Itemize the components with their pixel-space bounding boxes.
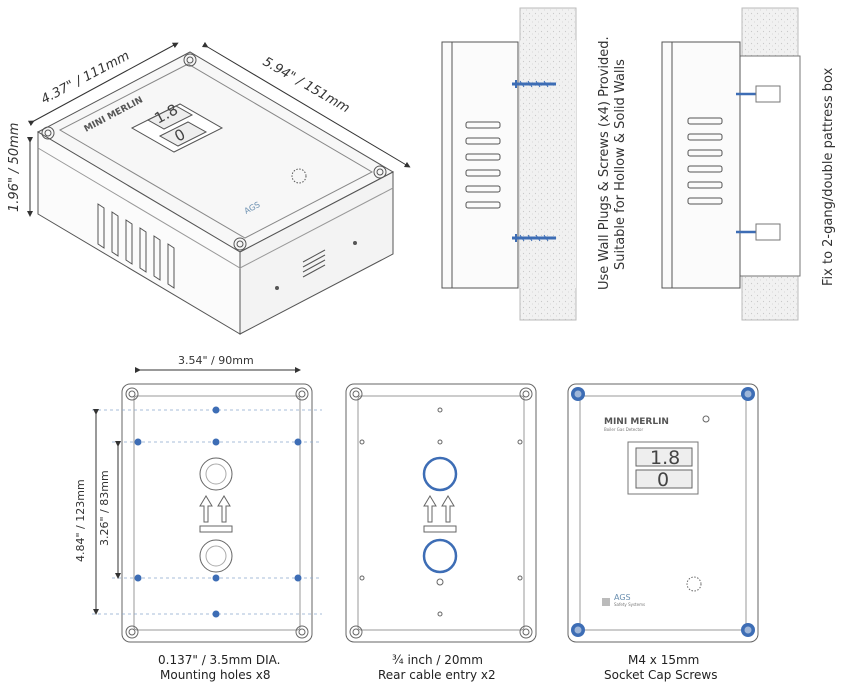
side-vent-slots xyxy=(465,121,501,209)
wall-screws-label-1: Use Wall Plugs & Screws (x4) Provided. xyxy=(597,36,612,290)
pattress-label: Fix to 2-gang/double pattress box xyxy=(821,67,836,286)
iso-right-face xyxy=(239,171,394,335)
rear-view-mounting-holes xyxy=(92,367,322,643)
front-brand-sub: Safety Systems xyxy=(614,602,645,607)
isometric-view xyxy=(27,41,411,335)
wall-screw-icon xyxy=(512,80,556,88)
holes-outer-height-label: 4.84" / 123mm xyxy=(74,479,87,562)
front-view xyxy=(567,383,759,643)
wall-mount-screws-view xyxy=(441,7,577,321)
pattress-screw-icon xyxy=(736,85,781,103)
cable-caption-1: ¾ inch / 20mm xyxy=(392,653,483,667)
front-caption-2: Socket Cap Screws xyxy=(604,668,717,682)
rear-view-cable-entry xyxy=(345,383,537,643)
holes-caption-2: Mounting holes x8 xyxy=(160,668,270,682)
cable-entry-circles xyxy=(422,456,458,574)
front-display-bottom: 0 xyxy=(657,469,669,491)
holes-caption-1: 0.137" / 3.5mm DIA. xyxy=(158,653,280,667)
iso-screw xyxy=(233,237,247,251)
front-brand: AGS xyxy=(614,593,631,602)
iso-sensor-grille xyxy=(291,168,307,184)
pattress-mount-view xyxy=(661,7,801,321)
device-side-profile xyxy=(661,41,741,289)
qr-code-icon xyxy=(602,598,610,606)
holes-width-label: 3.54" / 90mm xyxy=(178,354,254,367)
up-arrow-icon xyxy=(423,495,437,523)
cable-caption-2: Rear cable entry x2 xyxy=(378,668,496,682)
iso-vents xyxy=(97,203,175,289)
pattress-screw-icon xyxy=(736,223,781,241)
up-arrow-icon xyxy=(217,495,231,523)
sensor-grille xyxy=(686,576,702,592)
front-product-name: MINI MERLIN xyxy=(604,417,669,427)
up-arrow-icon xyxy=(441,495,455,523)
certification-mark-icon xyxy=(702,415,710,423)
wall-screws-label-2: Suitable for Hollow & Solid Walls xyxy=(613,59,628,270)
mounting-hole-dots xyxy=(134,406,302,618)
iso-screw xyxy=(183,53,197,67)
up-arrow-icon xyxy=(199,495,213,523)
corner-socket-screws xyxy=(571,387,755,637)
device-side-profile xyxy=(441,41,519,289)
front-product-sub: Boiler Gas Detector xyxy=(604,427,643,432)
front-caption-1: M4 x 15mm xyxy=(628,653,699,667)
iso-screw xyxy=(41,126,55,140)
holes-inner-height-label: 3.26" / 83mm xyxy=(98,470,111,546)
iso-height-label: 1.96" / 50mm xyxy=(7,123,22,212)
iso-side-vents xyxy=(302,249,326,278)
front-display-top: 1.8 xyxy=(650,447,680,469)
wall-screw-icon xyxy=(512,234,556,242)
side-vent-slots xyxy=(687,117,723,205)
